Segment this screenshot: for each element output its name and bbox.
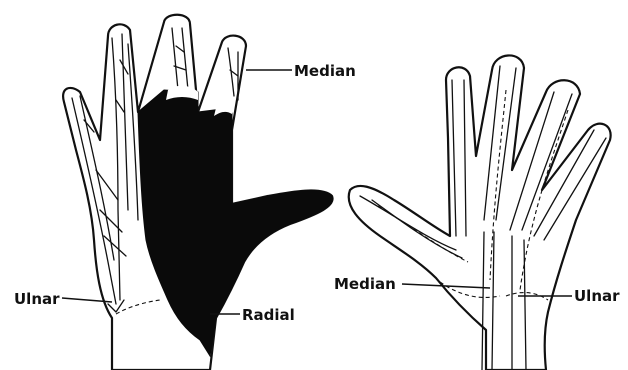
left-median-label: Median: [294, 62, 356, 80]
right-hand-palmar: [349, 55, 611, 370]
left-radial-label: Radial: [242, 306, 295, 324]
left-ulnar-label: Ulnar: [14, 290, 60, 308]
right-ulnar-label: Ulnar: [574, 287, 620, 305]
right-median-label: Median: [334, 275, 396, 293]
